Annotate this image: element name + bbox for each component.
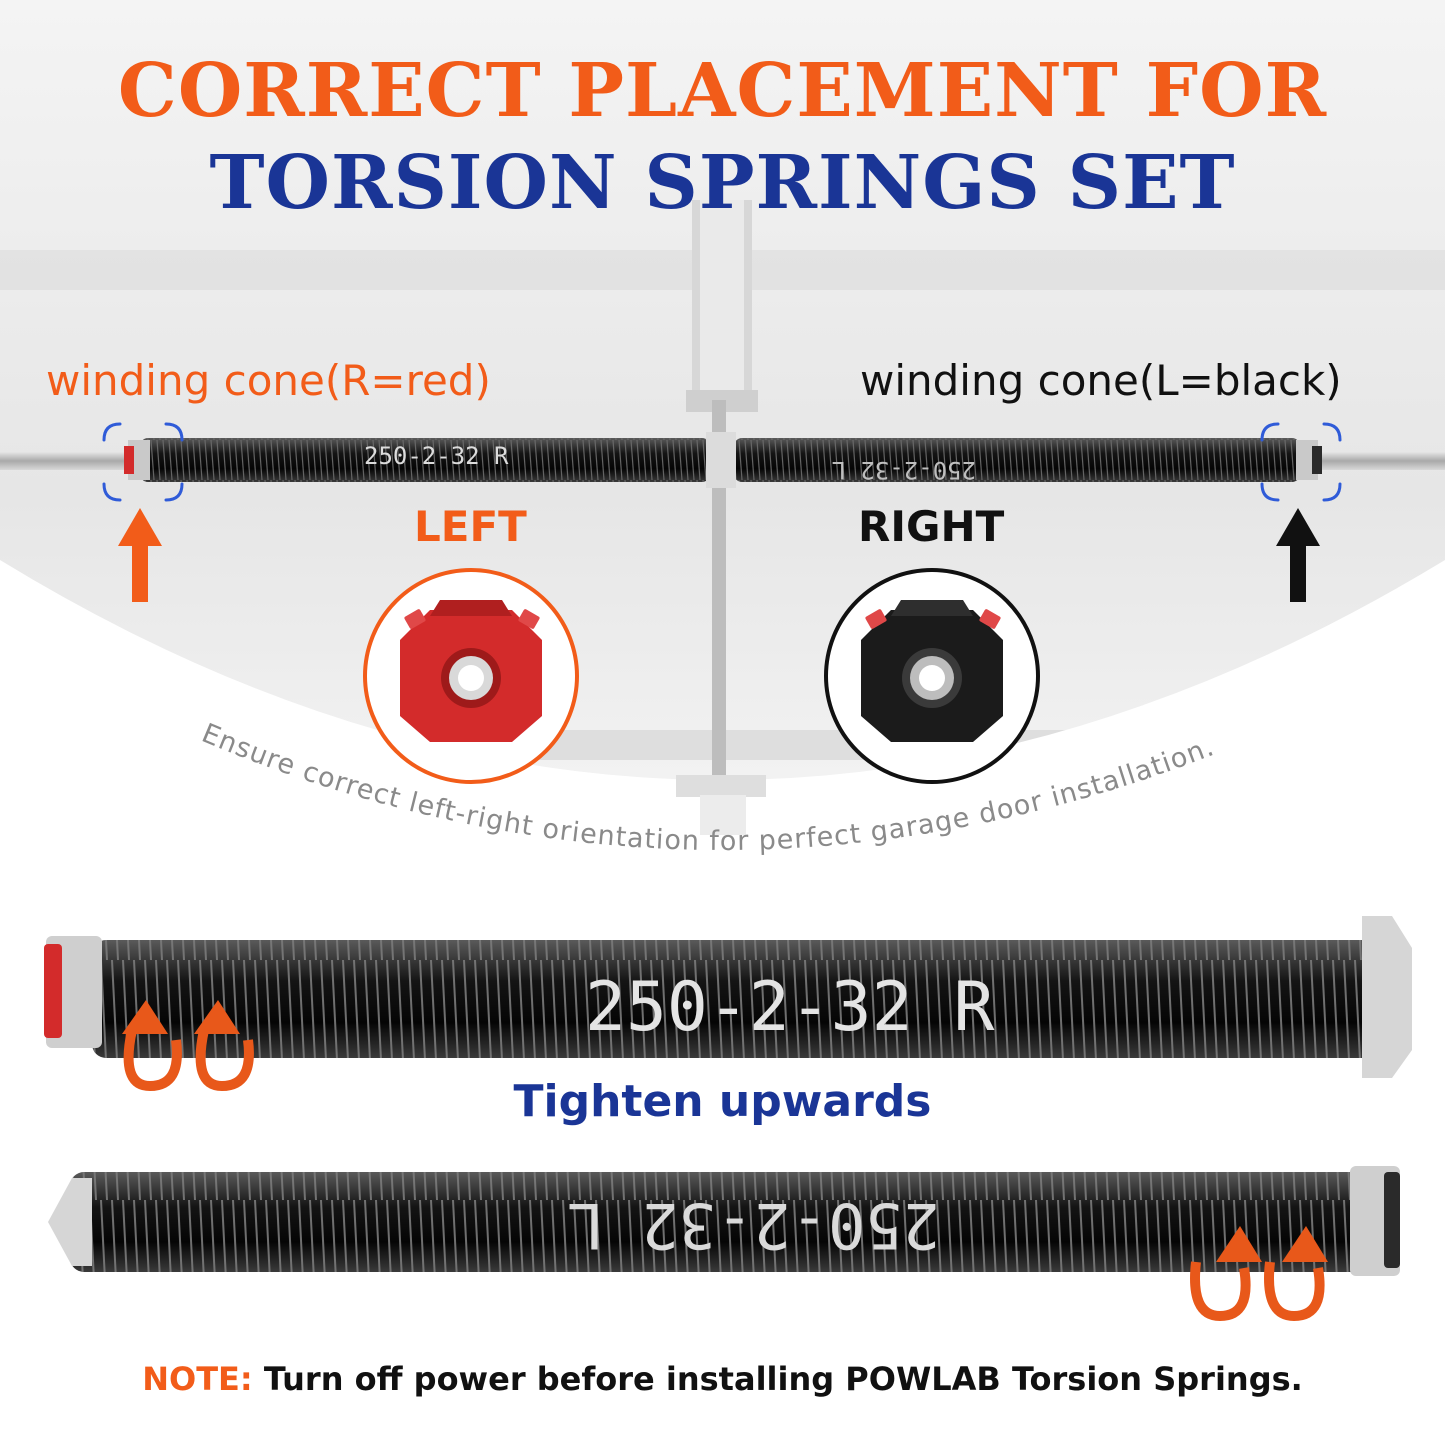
- title-line-2: TORSION SPRINGS SET: [209, 140, 1236, 226]
- note-lead: NOTE:: [142, 1360, 253, 1398]
- safety-note: NOTE: Turn off power before installing P…: [0, 1360, 1445, 1398]
- rotate-up-icon-1: [123, 1028, 254, 1092]
- left-arrow-up-icon: [118, 508, 162, 602]
- side-label-left: LEFT: [414, 502, 527, 551]
- spring-code-small-top: 250-2-32 R: [364, 442, 509, 470]
- red-cone-image: [400, 600, 542, 742]
- callout-right: winding cone(L=black): [860, 356, 1342, 405]
- title-line-1: CORRECT PLACEMENT FOR: [117, 48, 1328, 134]
- rotate-up-icon-2: [1190, 1261, 1325, 1322]
- spring-code-large-bottom: 250-2-32 L: [567, 1189, 940, 1262]
- spring-code-large-top: 250-2-32 R: [585, 968, 994, 1047]
- spring-code-small-bottom: 250-2-32 L: [832, 456, 977, 484]
- black-cone-image: [861, 600, 1003, 742]
- tighten-label: Tighten upwards: [513, 1076, 932, 1127]
- note-text: Turn off power before installing POWLAB …: [252, 1360, 1303, 1398]
- callout-left: winding cone(R=red): [46, 356, 491, 405]
- side-label-right: RIGHT: [858, 502, 1005, 551]
- right-arrow-up-icon: [1276, 508, 1320, 602]
